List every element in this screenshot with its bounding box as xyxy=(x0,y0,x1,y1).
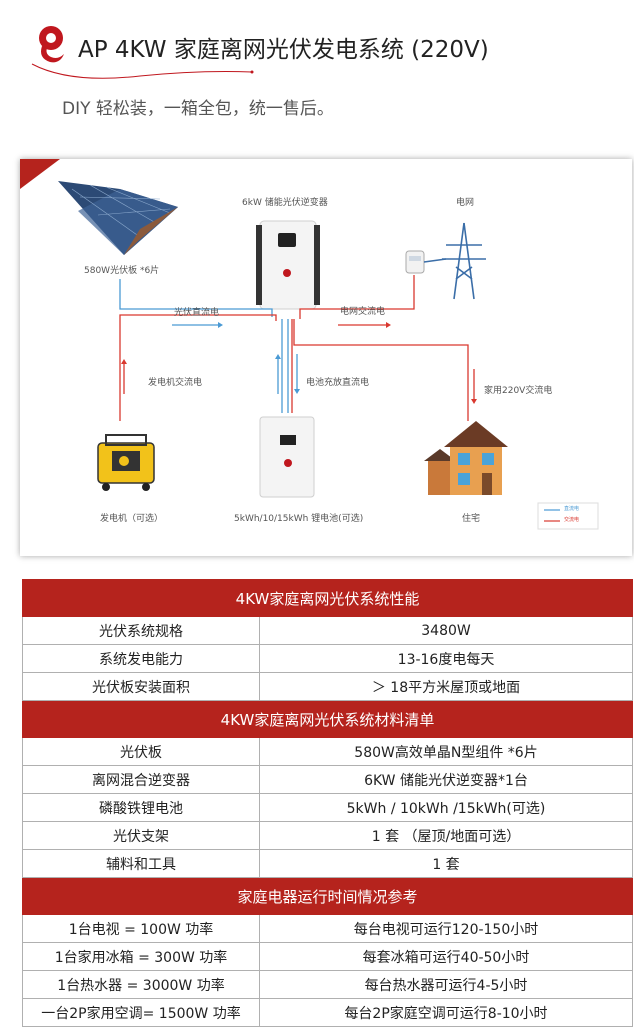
house-label: 住宅 xyxy=(462,514,481,524)
row-value: 3480W xyxy=(259,616,633,645)
spec-table: 4KW家庭离网光伏系统性能 光伏系统规格 3480W 系统发电能力 13-16度… xyxy=(22,579,633,1027)
generator-ac-label: 发电机交流电 xyxy=(148,378,203,388)
row-label: 辅料和工具 xyxy=(22,849,260,878)
brand-logo-icon xyxy=(39,26,64,63)
row-value: 13-16度电每天 xyxy=(259,644,633,673)
row-label: 1台热水器 = 3000W 功率 xyxy=(22,970,260,999)
section-title: 4KW家庭离网光伏系统材料清单 xyxy=(22,700,633,738)
diagram-graphics xyxy=(20,159,599,530)
section-title: 家庭电器运行时间情况参考 xyxy=(22,877,633,915)
legend-ac-label: 交流电 xyxy=(564,517,580,523)
table-row: 磷酸铁锂电池 5kWh / 10kWh /15kWh(可选) xyxy=(22,793,633,822)
generator-icon xyxy=(97,434,155,491)
row-label: 离网混合逆变器 xyxy=(22,765,260,794)
corner-accent xyxy=(20,159,60,189)
page-title: AP 4KW 家庭离网光伏发电系统 (220V) xyxy=(78,37,489,63)
table-row: 1台电视 = 100W 功率 每台电视可运行120-150小时 xyxy=(22,914,633,943)
diagram-legend xyxy=(537,502,599,530)
row-value: 5kWh / 10kWh /15kWh(可选) xyxy=(259,793,633,822)
row-label: 光伏板 xyxy=(22,737,260,766)
generator-label: 发电机（可选） xyxy=(100,514,164,524)
inverter-icon xyxy=(256,220,320,310)
home-ac-label: 家用220V交流电 xyxy=(484,386,553,396)
section-header-row: 4KW家庭离网光伏系统性能 xyxy=(22,579,633,617)
row-label: 光伏板安装面积 xyxy=(22,672,260,701)
section-header-row: 4KW家庭离网光伏系统材料清单 xyxy=(22,700,633,738)
row-label: 一台2P家用空调= 1500W 功率 xyxy=(22,998,260,1027)
table-row: 光伏板 580W高效单晶N型组件 *6片 xyxy=(22,737,633,766)
row-label: 1台电视 = 100W 功率 xyxy=(22,914,260,943)
battery-dc-label: 电池充放直流电 xyxy=(306,378,370,388)
row-value: 每台2P家庭空调可运行8-10小时 xyxy=(259,998,633,1027)
table-row: 光伏支架 1 套 （屋顶/地面可选） xyxy=(22,821,633,850)
row-label: 光伏系统规格 xyxy=(22,616,260,645)
row-label: 1台家用冰箱 = 300W 功率 xyxy=(22,942,260,971)
row-value: ＞ 18平方米屋顶或地面 xyxy=(259,672,633,701)
table-row: 系统发电能力 13-16度电每天 xyxy=(22,644,633,673)
pv-dc-label: 光伏直流电 xyxy=(174,308,220,318)
meter-icon xyxy=(405,250,425,274)
row-value: 1 套 （屋顶/地面可选） xyxy=(259,821,633,850)
solar-panel-icon xyxy=(58,181,178,255)
inverter-label: 6kW 储能光伏逆变器 xyxy=(242,198,328,208)
battery-label: 5kWh/10/15kWh 锂电池(可选) xyxy=(234,514,364,524)
legend-dc-label: 直流电 xyxy=(564,506,580,512)
section-header-row: 家庭电器运行时间情况参考 xyxy=(22,877,633,915)
section-title: 4KW家庭离网光伏系统性能 xyxy=(22,579,633,617)
battery-icon xyxy=(259,416,315,498)
page-header: AP 4KW 家庭离网光伏发电系统 (220V) DIY 轻松装，一箱全包，统一… xyxy=(0,0,634,150)
table-row: 辅料和工具 1 套 xyxy=(22,849,633,878)
grid-ac-label: 电网交流电 xyxy=(340,307,386,317)
row-value: 1 套 xyxy=(259,849,633,878)
row-label: 磷酸铁锂电池 xyxy=(22,793,260,822)
page-subtitle: DIY 轻松装，一箱全包，统一售后。 xyxy=(62,99,334,119)
row-value: 每台电视可运行120-150小时 xyxy=(259,914,633,943)
row-value: 每台热水器可运行4-5小时 xyxy=(259,970,633,999)
row-label: 光伏支架 xyxy=(22,821,260,850)
table-row: 1台家用冰箱 = 300W 功率 每套冰箱可运行40-50小时 xyxy=(22,942,633,971)
panel-label: 580W光伏板 *6片 xyxy=(84,266,160,276)
flow-lines xyxy=(119,275,477,421)
row-value: 6KW 储能光伏逆变器*1台 xyxy=(259,765,633,794)
row-label: 系统发电能力 xyxy=(22,644,260,673)
row-value: 每套冰箱可运行40-50小时 xyxy=(259,942,633,971)
house-icon xyxy=(424,421,508,495)
row-value: 580W高效单晶N型组件 *6片 xyxy=(259,737,633,766)
title-swoosh-decoration xyxy=(31,63,254,79)
table-row: 离网混合逆变器 6KW 储能光伏逆变器*1台 xyxy=(22,765,633,794)
table-row: 1台热水器 = 3000W 功率 每台热水器可运行4-5小时 xyxy=(22,970,633,999)
system-diagram: 6kW 储能光伏逆变器 电网 580W光伏板 *6片 光伏直流电 电网交流电 发… xyxy=(20,159,632,556)
power-pylon-icon xyxy=(423,222,486,300)
table-row: 光伏板安装面积 ＞ 18平方米屋顶或地面 xyxy=(22,672,633,701)
table-row: 光伏系统规格 3480W xyxy=(22,616,633,645)
table-row: 一台2P家用空调= 1500W 功率 每台2P家庭空调可运行8-10小时 xyxy=(22,998,633,1027)
grid-label: 电网 xyxy=(456,198,475,208)
